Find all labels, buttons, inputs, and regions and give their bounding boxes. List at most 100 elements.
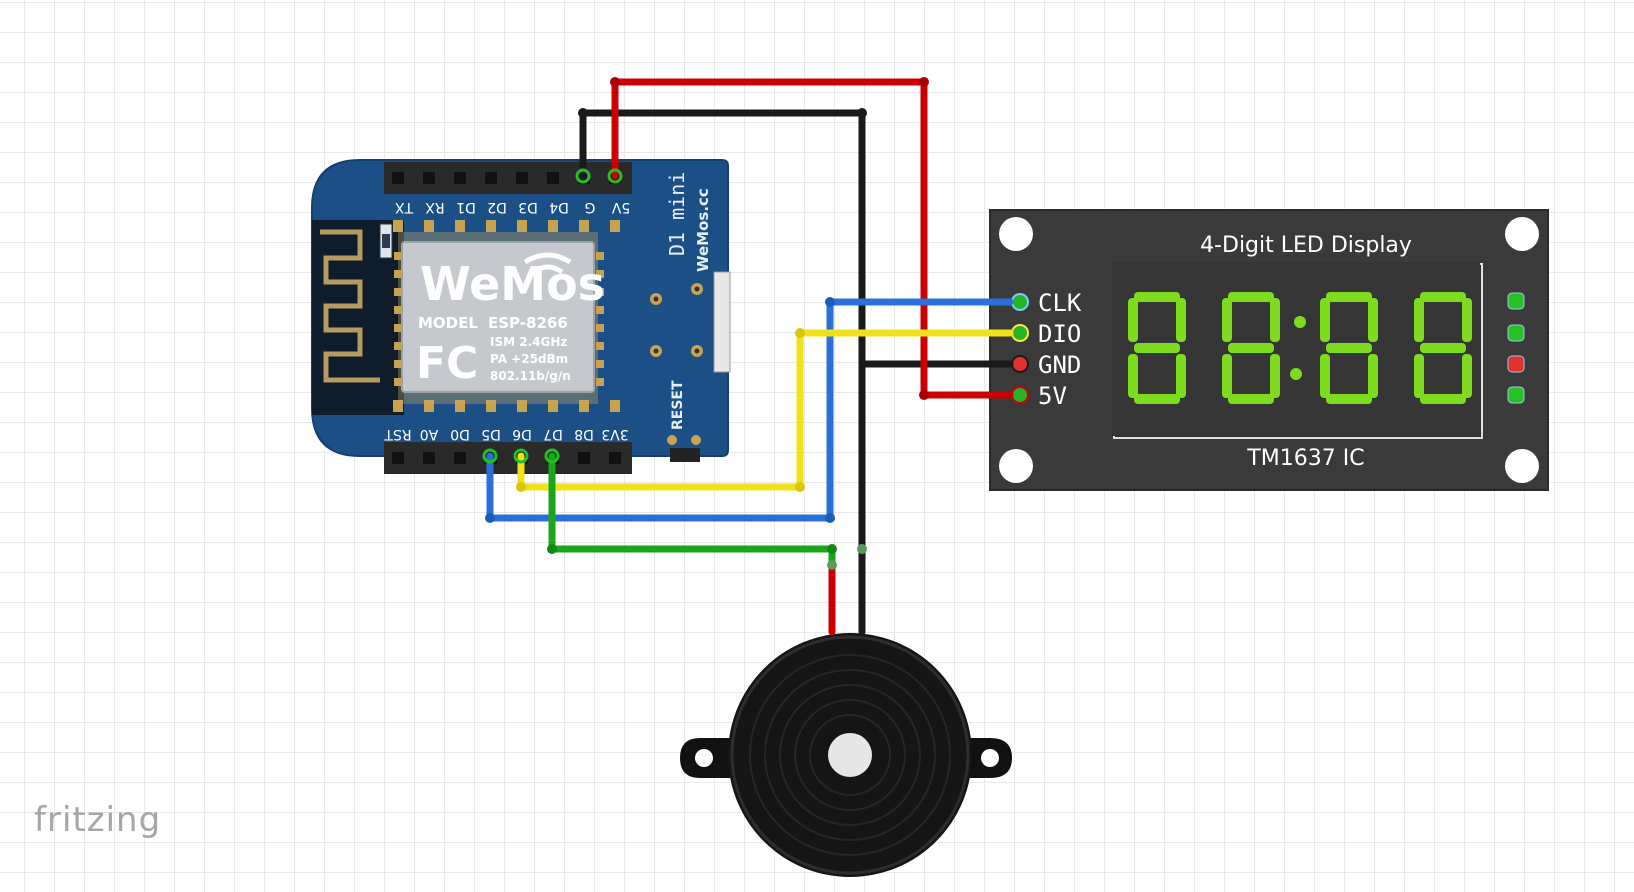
esp-pad	[596, 378, 604, 386]
led-segment	[1420, 292, 1466, 302]
top-pin-d4[interactable]	[547, 172, 559, 184]
top-pin-d1[interactable]	[454, 172, 466, 184]
top-pin-label: 5V	[611, 199, 630, 215]
pad	[393, 220, 403, 232]
model-value: ESP-8266	[488, 314, 568, 332]
wire-bends-yellow	[516, 328, 805, 492]
top-pin-rx[interactable]	[423, 172, 435, 184]
piezo-buzzer[interactable]	[680, 633, 1012, 877]
board-site: WeMos.cc	[694, 188, 712, 272]
wire-green-buzzer[interactable]	[548, 452, 836, 569]
led-segment	[1326, 343, 1372, 353]
led-segment	[1228, 394, 1274, 404]
fritzing-watermark: fritzing	[34, 800, 162, 840]
led-segment	[1134, 292, 1180, 302]
pad	[579, 400, 589, 412]
pad	[548, 220, 558, 232]
model-label: MODEL	[418, 314, 478, 332]
led-segment	[1134, 394, 1180, 404]
pin-label-clk: CLK	[1038, 289, 1082, 317]
bottom-pin-3v3[interactable]	[609, 452, 621, 464]
pad	[393, 400, 403, 412]
wemos-logo: WeMos	[420, 257, 605, 311]
led-segment	[1320, 298, 1330, 342]
led-segment	[1222, 354, 1232, 398]
bottom-pin-a0[interactable]	[423, 452, 435, 464]
pad	[424, 220, 434, 232]
esp-pad	[394, 288, 402, 296]
esp-pad	[394, 270, 402, 278]
pad	[517, 400, 527, 412]
bottom-pin-label: RST	[384, 426, 412, 442]
led-segment	[1128, 298, 1138, 342]
top-pin-d2[interactable]	[485, 172, 497, 184]
bottom-pin-rst[interactable]	[392, 452, 404, 464]
pad	[610, 400, 620, 412]
display-pin-5v[interactable]: 5V	[1011, 382, 1067, 410]
esp-shield-can	[401, 241, 595, 393]
led-segment	[1368, 298, 1378, 342]
mount-hole-br	[1505, 449, 1539, 483]
bottom-pin-label: D7	[543, 426, 563, 442]
bottom-pin-d0[interactable]	[454, 452, 466, 464]
top-pin-d3[interactable]	[516, 172, 528, 184]
reset-button[interactable]	[670, 448, 700, 462]
led-segment	[1420, 394, 1466, 404]
led-segment	[1368, 354, 1378, 398]
pad	[455, 220, 465, 232]
colon-dot-bottom	[1290, 368, 1302, 380]
bottom-pin-label: 3V3	[601, 426, 628, 442]
top-pin-label: D3	[518, 199, 538, 215]
pad	[455, 400, 465, 412]
led-segment	[1176, 298, 1186, 342]
esp-pad	[596, 288, 604, 296]
display-pin-gnd[interactable]: GND	[1011, 351, 1081, 379]
led-segment	[1176, 354, 1186, 398]
esp-pad	[596, 324, 604, 332]
led-segment	[1326, 394, 1372, 404]
pad	[548, 400, 558, 412]
pad	[424, 400, 434, 412]
esp-pad	[596, 252, 604, 260]
wire-bends-blue	[485, 297, 835, 523]
pad	[486, 220, 496, 232]
esp-pad	[394, 342, 402, 350]
display-pin-dio[interactable]: DIO	[1011, 320, 1081, 348]
colon-dot-top	[1294, 316, 1306, 328]
top-pin-label: TX	[395, 199, 415, 215]
tm1637-display-module[interactable]: 4-Digit LED Display TM1637 IC CLK DIO GN…	[989, 209, 1549, 491]
esp-pad	[596, 342, 604, 350]
top-pin-label: D2	[487, 199, 507, 215]
led-segment	[1420, 343, 1466, 353]
esp-pad	[596, 306, 604, 314]
led-segment	[1270, 354, 1280, 398]
wire-bends-green	[547, 544, 837, 554]
usb-port[interactable]	[713, 271, 731, 373]
bottom-pin-label: A0	[420, 426, 438, 442]
top-pin-label: D4	[549, 199, 569, 215]
esp-pad	[596, 270, 604, 278]
led-segment	[1326, 292, 1372, 302]
bottom-pin-label: D5	[481, 426, 501, 442]
pad	[579, 220, 589, 232]
right-pad-column	[1507, 292, 1525, 404]
bottom-pin-d8[interactable]	[578, 452, 590, 464]
bottom-pin-label: D8	[574, 426, 594, 442]
esp-pad	[596, 360, 604, 368]
mount-hole-tl	[999, 217, 1033, 251]
spec-ism: ISM 2.4GHz	[490, 335, 567, 349]
led-segment	[1414, 354, 1424, 398]
pad	[517, 220, 527, 232]
led-segment	[1462, 298, 1472, 342]
display-pin-clk[interactable]: CLK	[1011, 289, 1082, 317]
top-pin-label: D1	[456, 199, 476, 215]
top-pin-tx[interactable]	[392, 172, 404, 184]
led-segment	[1270, 298, 1280, 342]
pin-label-5v: 5V	[1038, 382, 1067, 410]
esp-pad	[394, 306, 402, 314]
top-pin-label: G	[585, 199, 596, 215]
display-chip-label: TM1637 IC	[1246, 446, 1364, 471]
led-segment	[1228, 343, 1274, 353]
mount-hole-tr	[1505, 217, 1539, 251]
